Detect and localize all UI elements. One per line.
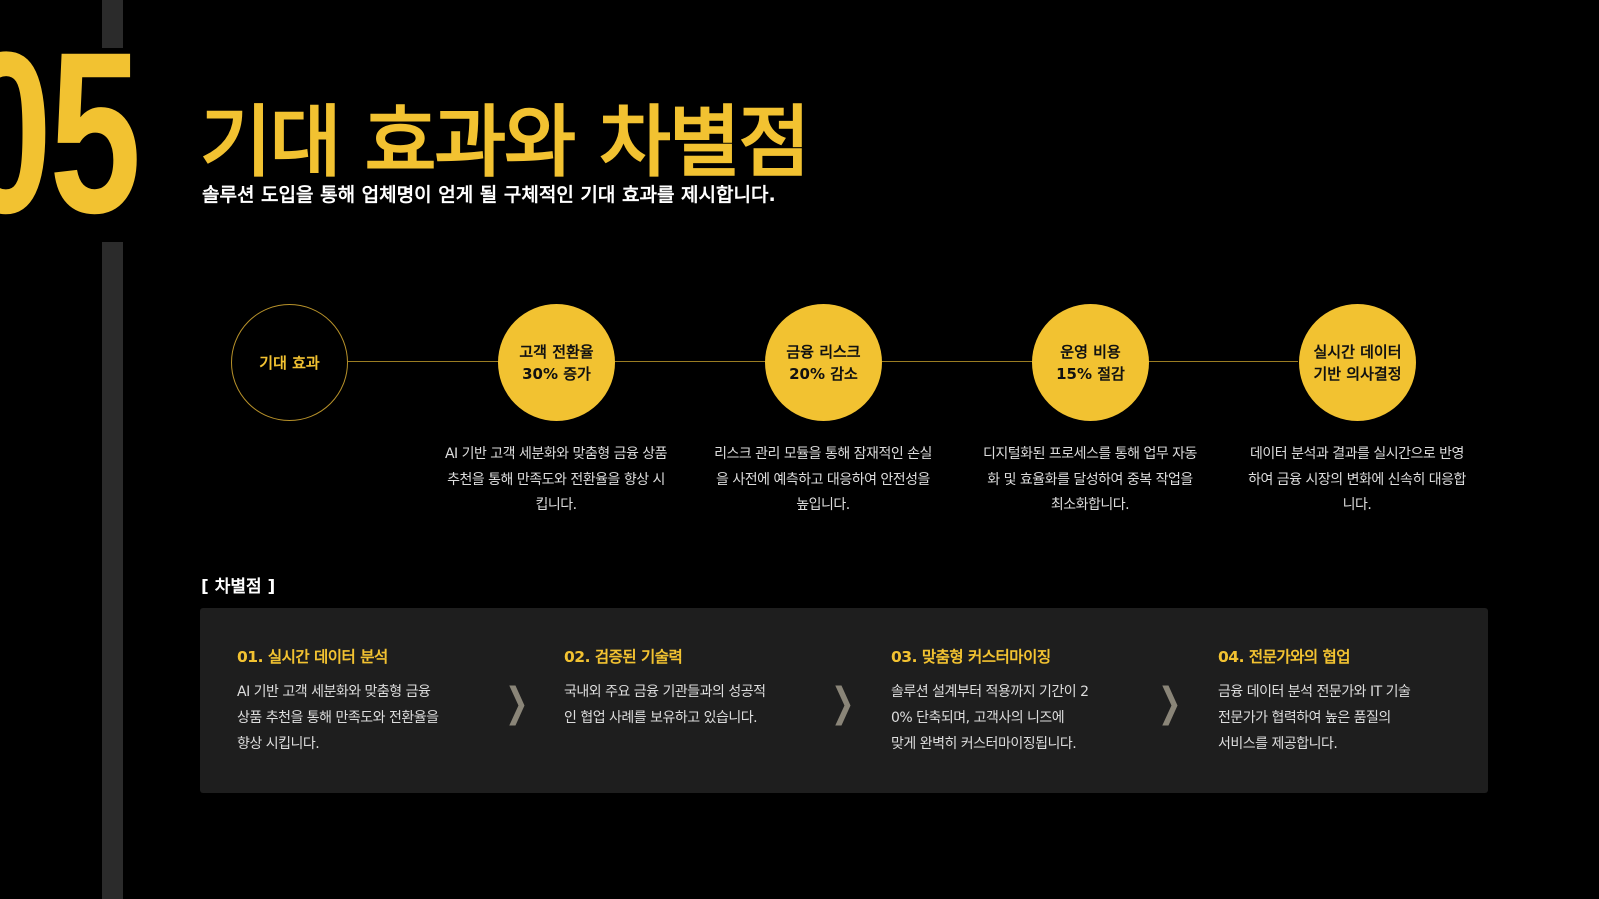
effect-circle: 실시간 데이터 기반 의사결정 [1299,304,1416,421]
differentiator-title: 03. 맞춤형 커스터마이징 [891,648,1051,666]
decorative-bar-bottom [102,242,123,899]
effect-circle: 운영 비용 15% 절감 [1032,304,1149,421]
effect-circle: 금융 리스크 20% 감소 [765,304,882,421]
decorative-bar-top [102,0,123,48]
effect-description: 디지털화된 프로세스를 통해 업무 자동화 및 효율화를 달성하여 중복 작업을… [983,446,1197,513]
chevron-right-icon: ❯ [505,680,529,726]
differentiator-desc: 국내외 주요 금융 기관들과의 성공적 인 협업 사례를 보유하고 있습니다. [564,684,766,726]
effect-circle: 고객 전환율 30% 증가 [498,304,615,421]
effect-description: AI 기반 고객 세분화와 맞춤형 금융 상품 추천을 통해 만족도와 전환율을… [444,446,668,513]
effect-description: 리스크 관리 모듈을 통해 잠재적인 손실을 사전에 예측하고 대응하여 안전성… [714,446,932,513]
differentiator-title: 02. 검증된 기술력 [564,648,683,666]
page-title: 기대 효과와 차별점 [200,98,810,188]
differentiator-desc: 금융 데이터 분석 전문가와 IT 기술 전문가가 협력하여 높은 품질의 서비… [1218,684,1411,752]
effect-description: 데이터 분석과 결과를 실시간으로 반영하여 금융 시장의 변화에 신속히 대응… [1248,446,1466,513]
chevron-right-icon: ❯ [1158,680,1182,726]
differentiator-desc: 솔루션 설계부터 적용까지 기간이 2 0% 단축되며, 고객사의 니즈에 맞게… [891,684,1089,752]
page-subtitle: 솔루션 도입을 통해 업체명이 얻게 될 구체적인 기대 효과를 제시합니다. [202,184,776,206]
differentiator-item: 01. 실시간 데이터 분석 AI 기반 고객 세분화와 맞춤형 금융 상품 추천… [237,645,487,757]
slide-number: 05 [0,4,141,261]
differentiator-desc: AI 기반 고객 세분화와 맞춤형 금융 상품 추천을 통해 만족도와 전환율을… [237,684,439,752]
differentiator-title: 01. 실시간 데이터 분석 [237,648,388,666]
differentiators-panel [200,608,1488,793]
differentiators-heading: [ 차별점 ] [201,577,276,597]
effects-hub-circle: 기대 효과 [231,304,348,421]
chevron-right-icon: ❯ [831,680,855,726]
differentiator-title: 04. 전문가와의 협업 [1218,648,1351,666]
